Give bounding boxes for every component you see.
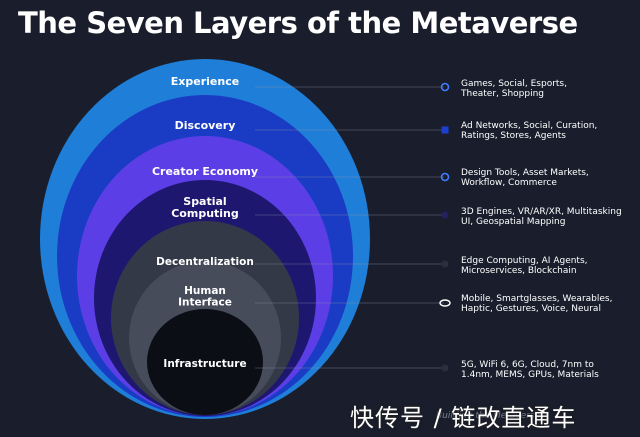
watermark: 快传号 / 链改直通车 — [350, 404, 577, 432]
layer-description: Games, Social, Esports,Theater, Shopping — [461, 79, 567, 99]
layer-marker-icon — [441, 260, 449, 268]
layer-description-line: Edge Computing, AI Agents, — [461, 256, 588, 266]
layer-description-line: Haptic, Gestures, Voice, Neural — [461, 304, 601, 314]
layer-label: Infrastructure — [163, 358, 246, 370]
layer-ellipse-7 — [147, 309, 263, 415]
layer-description: Ad Networks, Social, Curation,Ratings, S… — [461, 121, 597, 141]
layer-description-line: 5G, WiFi 6, 6G, Cloud, 7nm to — [461, 360, 594, 370]
layer-description: Design Tools, Asset Markets,Workflow, Co… — [461, 168, 589, 188]
layer-label-line: Experience — [171, 75, 239, 88]
layer-label: Decentralization — [156, 256, 254, 268]
layer-description-line: 1.4nm, MEMS, GPUs, Materials — [461, 370, 599, 380]
layer-marker-icon — [440, 172, 450, 182]
layer-description: Edge Computing, AI Agents,Microservices,… — [461, 256, 588, 276]
layer-label: Creator Economy — [152, 165, 258, 178]
layer-description-line: Games, Social, Esports, — [461, 79, 567, 89]
layer-label-line: Infrastructure — [163, 358, 246, 370]
layer-label-line: Human — [184, 285, 226, 297]
page-title: The Seven Layers of the Metaverse — [18, 6, 578, 40]
layer-description-line: Ratings, Stores, Agents — [461, 131, 566, 141]
layer-description-line: Ad Networks, Social, Curation, — [461, 121, 598, 131]
layer-description-line: Theater, Shopping — [461, 89, 545, 99]
layer-description-line: Microservices, Blockchain — [461, 266, 577, 276]
layer-marker-icon — [441, 364, 449, 372]
layer-label-line: Creator Economy — [152, 165, 258, 178]
layer-marker-icon — [441, 126, 449, 134]
layer-description-line: Mobile, Smartglasses, Wearables, — [461, 294, 613, 304]
layer-description-line: 3D Engines, VR/AR/XR, Multitasking — [461, 207, 622, 217]
layer-description-line: Workflow, Commerce — [461, 178, 557, 188]
layer-marker-icon — [441, 211, 449, 219]
layer-label: Discovery — [175, 119, 236, 132]
layer-label-line: Spatial — [183, 195, 226, 208]
layer-description: Mobile, Smartglasses, Wearables,Haptic, … — [461, 294, 612, 314]
layer-description-line: UI, Geospatial Mapping — [461, 217, 566, 227]
layer-label-line: Computing — [171, 207, 239, 220]
layer-marker-icon — [439, 299, 451, 307]
layer-description-line: Design Tools, Asset Markets, — [461, 168, 589, 178]
layer-label-line: Decentralization — [156, 256, 254, 268]
layer-label: Experience — [171, 75, 239, 88]
layer-label-line: Interface — [178, 297, 232, 309]
layer-label-line: Discovery — [175, 119, 236, 132]
source-footer: Building the Metaverse — [436, 411, 541, 421]
layer-marker-icon — [440, 82, 450, 92]
